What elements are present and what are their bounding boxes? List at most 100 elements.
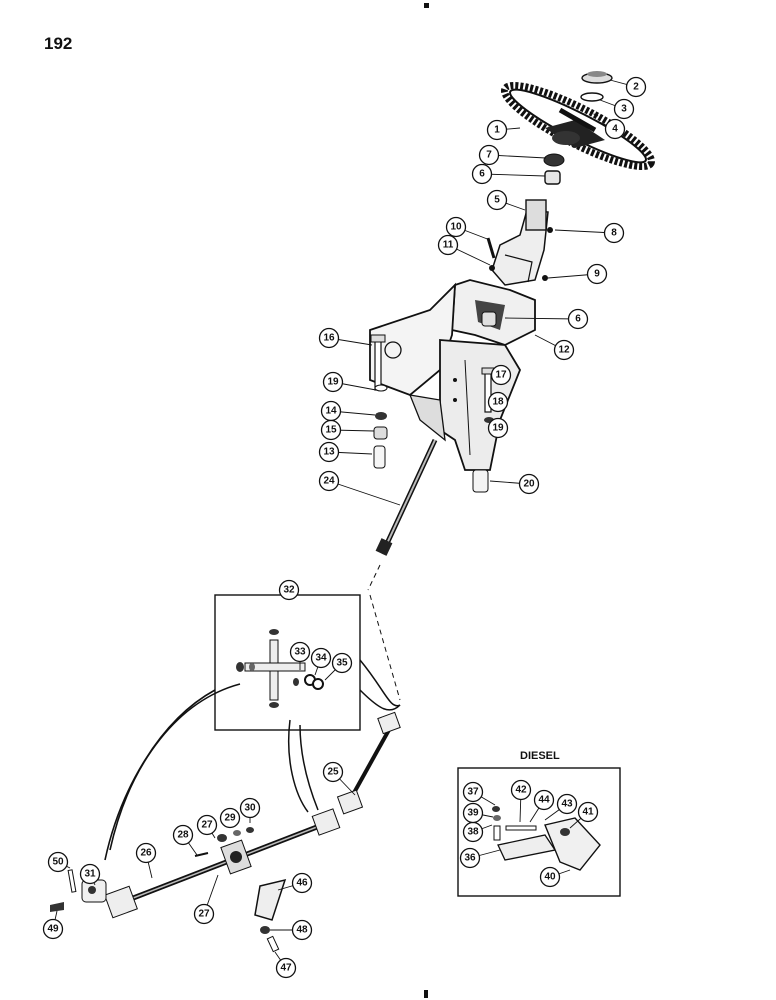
callout-number: 17	[495, 370, 507, 381]
callout-40: 40	[539, 866, 571, 888]
callout-circle	[42, 918, 64, 940]
callout-number: 3	[621, 104, 627, 115]
callout-number: 19	[327, 377, 339, 388]
callout-15: 15	[320, 419, 375, 441]
callout-43: 43	[544, 793, 578, 821]
callout-20: 20	[489, 473, 540, 495]
callout-circle	[172, 824, 194, 846]
callout-27: 27	[196, 814, 218, 839]
steering-column-shaft	[367, 438, 438, 591]
callout-number: 12	[558, 345, 570, 356]
callout-number: 5	[494, 195, 500, 206]
callout-number: 10	[450, 222, 462, 233]
intermediate-shaft	[336, 711, 401, 815]
callout-30: 30	[239, 797, 261, 823]
callout-circle	[318, 327, 340, 349]
callout-labels: 1234566789101112131415161718191920242526…	[42, 76, 647, 979]
bolt-16	[370, 334, 388, 392]
callout-circle	[613, 98, 635, 120]
callout-number: 14	[325, 406, 337, 417]
callout-16: 16	[318, 327, 373, 349]
callout-circle	[487, 391, 509, 413]
callout-circle	[471, 163, 493, 185]
callout-number: 25	[327, 767, 339, 778]
callout-number: 36	[464, 853, 476, 864]
callout-13: 13	[318, 441, 373, 463]
callout-48: 48	[270, 919, 313, 941]
callout-number: 48	[296, 925, 308, 936]
callout-circle	[278, 579, 300, 601]
callout-number: 42	[515, 785, 527, 796]
callout-circle	[539, 866, 561, 888]
callout-circle	[331, 652, 353, 674]
callout-37: 37	[462, 781, 496, 806]
callout-number: 6	[575, 314, 581, 325]
diesel-inset	[457, 767, 621, 897]
callout-24: 24	[318, 470, 401, 506]
callout-number: 34	[315, 653, 327, 664]
callout-25: 25	[322, 761, 356, 796]
dash-support-casting	[369, 279, 536, 471]
callout-27: 27	[193, 874, 219, 925]
callout-number: 19	[492, 423, 504, 434]
column-support-bracket	[486, 199, 553, 286]
callout-circle	[196, 814, 218, 836]
callout-41: 41	[569, 801, 599, 829]
callout-number: 4	[612, 124, 618, 135]
universal-joint-inset	[104, 594, 401, 861]
callout-number: 50	[52, 857, 64, 868]
callout-circle	[275, 957, 297, 979]
callout-number: 38	[467, 827, 479, 838]
callout-circle	[318, 470, 340, 492]
leader-line	[504, 317, 579, 320]
spider-cross	[236, 629, 324, 708]
callout-number: 40	[544, 872, 556, 883]
callout-44: 44	[529, 789, 555, 823]
callout-circle	[437, 234, 459, 256]
callout-circle	[462, 802, 484, 824]
callout-circle	[577, 801, 599, 823]
callout-circle	[603, 222, 625, 244]
callout-42: 42	[510, 779, 532, 823]
callout-number: 13	[323, 447, 335, 458]
callout-31: 31	[79, 863, 101, 886]
callout-5: 5	[486, 189, 526, 211]
callout-6: 6	[504, 308, 589, 330]
callout-34: 34	[310, 647, 332, 676]
callout-number: 24	[323, 476, 335, 487]
callout-number: 27	[201, 820, 213, 831]
callout-number: 44	[538, 795, 550, 806]
horn-cap	[580, 71, 613, 117]
callout-9: 9	[547, 263, 608, 285]
callout-circle	[289, 641, 311, 663]
page-mark	[424, 990, 428, 998]
callout-26: 26	[135, 842, 157, 879]
callout-circle	[567, 308, 589, 330]
callout-number: 18	[492, 397, 504, 408]
callout-number: 15	[325, 425, 337, 436]
callout-number: 39	[467, 808, 479, 819]
callout-number: 49	[47, 924, 59, 935]
callout-circle	[219, 807, 241, 829]
callout-circle	[486, 119, 508, 141]
steering-yoke	[50, 869, 107, 912]
callout-circle	[556, 793, 578, 815]
callout-circle	[459, 847, 481, 869]
callout-number: 41	[582, 807, 594, 818]
page-mark	[424, 3, 429, 8]
callout-circle	[478, 144, 500, 166]
callout-circle	[135, 842, 157, 864]
callout-36: 36	[459, 847, 501, 869]
callout-circle	[490, 364, 512, 386]
callout-number: 29	[224, 813, 236, 824]
callout-circle	[487, 417, 509, 439]
callout-18: 18	[487, 391, 509, 413]
callout-circle	[510, 779, 532, 801]
callout-number: 9	[594, 269, 600, 280]
callout-8: 8	[554, 222, 625, 244]
callout-3: 3	[599, 98, 635, 120]
main-steering-shaft	[104, 808, 341, 919]
callout-number: 16	[323, 333, 335, 344]
callout-circle	[486, 189, 508, 211]
callout-number: 2	[633, 82, 639, 93]
